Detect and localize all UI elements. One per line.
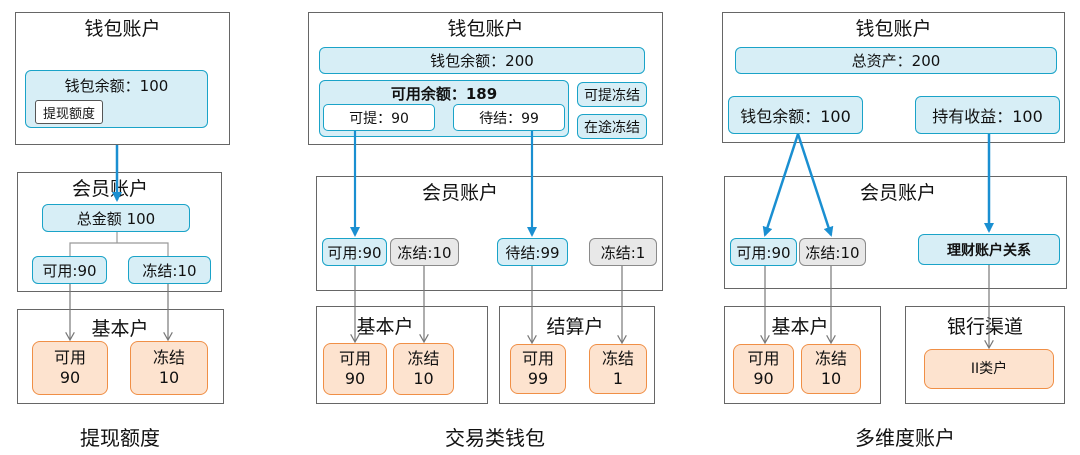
panel1-available: 可用:90 xyxy=(32,256,107,284)
panel2-settle-title: 结算户 xyxy=(546,316,604,338)
panel2-in-transit-frozen: 在途冻结 xyxy=(577,114,647,139)
panel1-basic-available-label: 可用 xyxy=(53,348,86,367)
panel2-basic-frozen-value: 10 xyxy=(413,369,434,388)
panel2-member-frame xyxy=(316,176,663,291)
panel2-withdrawable-frozen: 可提冻结 xyxy=(577,82,647,107)
panel3-basic-frozen-value: 10 xyxy=(820,369,842,388)
panel3-total-assets: 总资产：200 xyxy=(735,47,1057,74)
panel2-settle-available: 可用 99 xyxy=(510,344,566,394)
panel2-settle-available-value: 99 xyxy=(527,369,549,388)
panel3-class2-account-label: II类户 xyxy=(970,361,1008,377)
panel1-caption: 提现额度 xyxy=(80,426,160,450)
panel1-withdraw-quota: 提现额度 xyxy=(35,100,103,124)
panel1-basic-frozen-value: 10 xyxy=(158,368,180,387)
panel2-settle-frozen-value: 1 xyxy=(612,369,624,388)
panel2-wallet-balance: 钱包余额：200 xyxy=(319,47,645,74)
panel2-wallet-title: 钱包账户 xyxy=(447,18,524,40)
panel3-basic-title: 基本户 xyxy=(771,316,829,338)
panel2-basic-available-value: 90 xyxy=(344,369,366,388)
panel2-basic-frozen-label: 冻结 xyxy=(407,349,440,368)
panel2-frozen: 冻结:10 xyxy=(390,238,459,266)
panel2-basic-title: 基本户 xyxy=(356,316,414,338)
panel2-frozen-small: 冻结:1 xyxy=(589,238,657,266)
panel3-wallet-title: 钱包账户 xyxy=(855,18,932,40)
panel3-basic-available-value: 90 xyxy=(753,369,774,388)
panel1-basic-available: 可用 90 xyxy=(32,341,108,395)
panel2-settle-frozen: 冻结 1 xyxy=(589,344,647,394)
panel3-basic-frozen-label: 冻结 xyxy=(814,349,847,368)
panel3-basic-available-label: 可用 xyxy=(747,349,780,368)
panel1-wallet-balance: 钱包余额：100 xyxy=(64,77,169,95)
panel3-basic-frozen: 冻结 10 xyxy=(801,344,861,394)
panel2-withdrawable: 可提：90 xyxy=(323,104,435,131)
panel3-wallet-balance: 钱包余额：100 xyxy=(728,96,863,134)
panel2-member-title: 会员账户 xyxy=(421,182,498,204)
panel2-available: 可用:90 xyxy=(322,238,387,266)
panel3-frozen: 冻结:10 xyxy=(799,238,866,266)
panel1-member-title: 会员账户 xyxy=(71,178,148,200)
panel1-basic-title: 基本户 xyxy=(91,318,149,340)
panel1-basic-frozen: 冻结 10 xyxy=(130,341,208,395)
panel3-available: 可用:90 xyxy=(730,238,797,266)
panel3-member-title: 会员账户 xyxy=(859,182,936,204)
panel2-pending-settle: 待结:99 xyxy=(497,238,568,266)
panel3-holding-income: 持有收益：100 xyxy=(915,96,1060,134)
panel2-settle-available-label: 可用 xyxy=(521,349,554,368)
panel1-basic-available-value: 90 xyxy=(59,368,81,387)
panel3-caption: 多维度账户 xyxy=(855,426,955,450)
panel1-total-amount: 总金额 100 xyxy=(42,204,190,232)
panel2-usable-balance: 可用余额：189 xyxy=(390,85,498,103)
panel3-basic-available: 可用 90 xyxy=(733,344,794,394)
panel3-wealth-relation: 理财账户关系 xyxy=(918,234,1060,265)
panel2-basic-available: 可用 90 xyxy=(323,343,387,395)
panel2-settle-frozen-label: 冻结 xyxy=(601,349,634,368)
panel1-wallet-title: 钱包账户 xyxy=(84,18,161,40)
panel2-basic-available-label: 可用 xyxy=(338,349,371,368)
panel3-class2-account: II类户 xyxy=(924,349,1054,389)
panel2-caption: 交易类钱包 xyxy=(445,426,545,450)
panel2-basic-frozen: 冻结 10 xyxy=(393,343,454,395)
panel1-frozen: 冻结:10 xyxy=(128,256,211,284)
panel3-bank-title: 银行渠道 xyxy=(946,316,1023,338)
panel2-pending: 待结：99 xyxy=(453,104,565,131)
panel1-basic-frozen-label: 冻结 xyxy=(152,348,185,367)
